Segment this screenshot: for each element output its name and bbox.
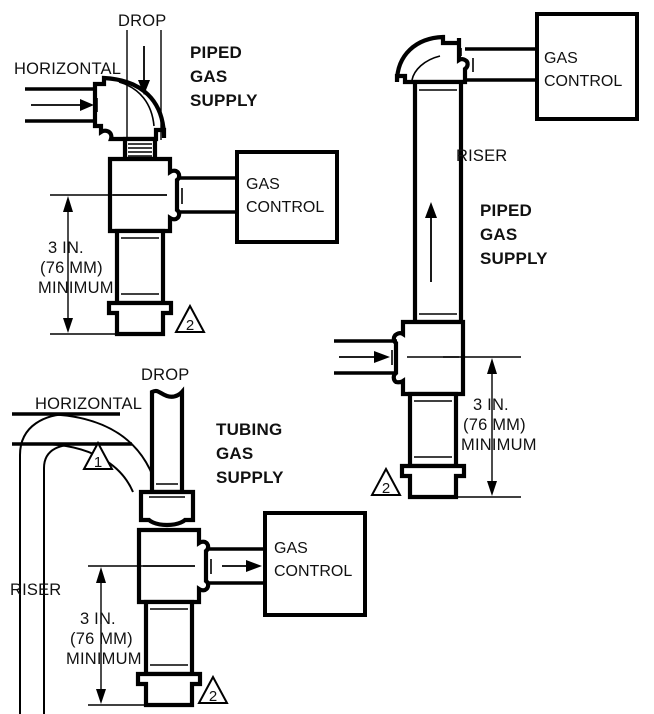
label-drop-panel3: DROP: [141, 366, 189, 384]
label-horizontal-panel1: HORIZONTAL: [14, 60, 121, 78]
note-marker-1-panel3: 1: [82, 440, 114, 471]
heading-gas-panel3: GAS: [216, 444, 253, 463]
heading-supply-panel1: SUPPLY: [190, 91, 258, 110]
tee-branch-pipe-panel3: [206, 547, 265, 585]
trap-end-cap-panel3: [135, 671, 203, 708]
dimension-value-panel2: 3 IN.: [473, 396, 509, 414]
trap-end-cap-panel2: [399, 463, 467, 500]
heading-piped-panel1: PIPED: [190, 43, 242, 62]
note-marker-2-text-panel3: 2: [209, 688, 217, 705]
panel-piped-horizontal: 2 HORIZONTAL DROP PIPED: [14, 12, 339, 337]
tee-inlet-pipe-panel2: [334, 339, 397, 375]
dimension-3in-panel3: [88, 565, 195, 706]
gas-control-label-gas-panel2: GAS: [544, 50, 578, 67]
gas-control-label-control-panel2: CONTROL: [544, 73, 622, 90]
riser-elbow-fitting: [394, 34, 470, 85]
gas-control-label-control-panel1: CONTROL: [246, 199, 324, 216]
dimension-value-panel1: 3 IN.: [48, 239, 84, 257]
gas-control-label-control-panel3: CONTROL: [274, 563, 352, 580]
note-marker-2-panel1: 2: [174, 303, 206, 334]
gas-control-box-panel3: GAS CONTROL: [263, 511, 367, 617]
heading-supply-panel3: SUPPLY: [216, 468, 284, 487]
tee-branch-flow-arrow-panel3: [222, 560, 262, 572]
note-marker-1-text-panel3: 1: [94, 454, 102, 471]
riser-branch-pipe: [465, 47, 537, 82]
heading-gas-panel2: GAS: [480, 225, 517, 244]
drop-leader-lines: [126, 30, 162, 140]
heading-tubing-panel3: TUBING: [216, 420, 282, 439]
tubing-drop-tube: [149, 386, 185, 495]
drop-direction-arrow: [138, 46, 150, 95]
sediment-trap-leg-panel2: [407, 391, 459, 469]
heading-supply-panel2: SUPPLY: [480, 249, 548, 268]
dimension-metric-panel3: (76 MM): [70, 630, 133, 648]
tee-fitting-panel2: [391, 319, 466, 397]
riser-flow-arrow: [425, 202, 437, 282]
inlet-flow-arrow: [31, 99, 94, 111]
dimension-metric-panel2: (76 MM): [463, 416, 526, 434]
tee-branch-pipe: [177, 176, 237, 214]
label-riser-panel3: RISER: [10, 581, 61, 599]
panel-piped-riser: GAS CONTROL RISER PIPED GAS SUPPLY: [334, 12, 639, 500]
gas-control-label-gas-panel1: GAS: [246, 176, 280, 193]
label-riser-panel2: RISER: [456, 147, 507, 165]
dimension-3in-panel1: [50, 194, 167, 335]
sediment-trap-leg: [114, 228, 166, 306]
label-drop-panel1: DROP: [118, 12, 166, 30]
dimension-qualifier-panel2: MINIMUM: [461, 436, 537, 454]
dimension-qualifier-panel3: MINIMUM: [66, 650, 142, 668]
dimension-qualifier-panel1: MINIMUM: [38, 279, 114, 297]
note-marker-2-text-panel1: 2: [186, 317, 194, 334]
heading-piped-panel2: PIPED: [480, 201, 532, 220]
riser-pipe: [412, 79, 464, 325]
dimension-3in-panel2: [443, 356, 521, 498]
label-horizontal-panel3: HORIZONTAL: [35, 395, 142, 413]
note-marker-2-panel2: 2: [370, 466, 402, 497]
gas-control-box-panel2: GAS CONTROL: [535, 12, 639, 121]
gas-control-label-gas-panel3: GAS: [274, 540, 308, 557]
tubing-union-fitting: [138, 489, 196, 528]
horizontal-inlet-pipe: [25, 87, 95, 123]
tubing-riser-bend: [19, 413, 81, 714]
elbow-fitting: [92, 75, 167, 142]
note-marker-2-text-panel2: 2: [382, 480, 390, 497]
heading-gas-panel1: GAS: [190, 67, 227, 86]
drop-nipple: [122, 136, 158, 162]
note-marker-2-panel3: 2: [197, 674, 229, 705]
sediment-trap-leg-panel3: [143, 599, 195, 677]
gas-control-box-panel1: GAS CONTROL: [235, 150, 339, 244]
dimension-value-panel3: 3 IN.: [80, 610, 116, 628]
panel-tubing-supply: GAS CONTROL 2 1: [10, 366, 367, 714]
tee-inlet-flow-arrow-panel2: [339, 351, 390, 363]
trap-end-cap: [106, 300, 174, 337]
dimension-metric-panel1: (76 MM): [40, 259, 103, 277]
